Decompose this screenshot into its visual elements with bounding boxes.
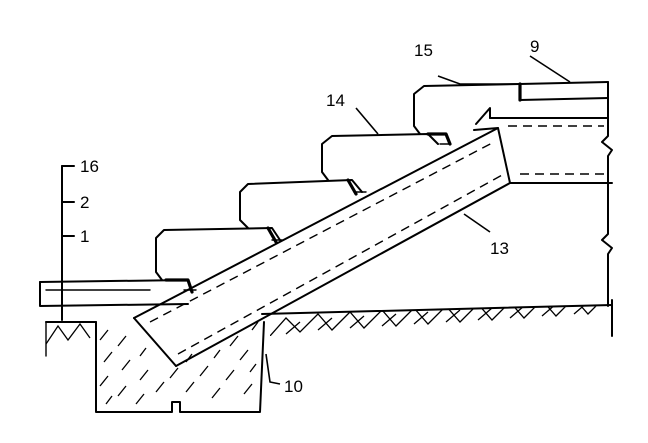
upper-floor-slab [475,81,613,337]
callout-10: 10 [284,377,303,396]
leader-9 [529,55,571,83]
floor-finish-mid [519,97,609,101]
bottom-landing-underside [39,289,189,307]
callout-2: 2 [80,193,89,212]
inclined-stringer [133,127,613,367]
steps [155,82,522,294]
callout-9: 9 [530,37,539,56]
bottom-landing [39,279,189,307]
layer-indicator [61,165,75,321]
stringer-foot [133,317,177,367]
stringer-rebar-top [149,141,495,323]
step-2-profile [239,179,363,229]
leader-14 [355,107,379,135]
callout-15: 15 [414,41,433,60]
callout-14: 14 [326,91,345,110]
stringer-bottom-edge [175,182,511,367]
step-4-profile [413,83,521,135]
soil-hatch-right [270,306,612,336]
leader-13 [463,213,491,233]
ground [45,304,613,357]
stringer-rebar-bottom [177,173,505,355]
ground-surface-right [261,304,613,315]
break-line-right [601,81,613,307]
callout-labels: 16 2 1 15 9 14 13 10 [80,37,539,396]
callout-1: 1 [80,227,89,246]
soil-hatch-left [46,322,91,345]
step-3-profile [321,133,439,181]
floor-finish-top [519,81,609,85]
step-4-tread-finish [426,132,452,146]
floor-slab-nosing [475,107,491,125]
bottom-landing-top [39,279,189,283]
footing-outline [95,321,265,413]
stringer-upper-end [473,127,613,184]
callout-16: 16 [80,157,99,176]
step-1-tread-finish [164,278,194,294]
leader-lines [265,55,571,385]
leader-15 [437,75,520,85]
leader-10 [265,353,281,385]
stringer-top-edge [133,127,499,319]
concrete-footing [95,321,265,413]
callout-13: 13 [490,239,509,258]
step-nosing-ticks [183,143,451,291]
step-1-profile [155,227,281,281]
